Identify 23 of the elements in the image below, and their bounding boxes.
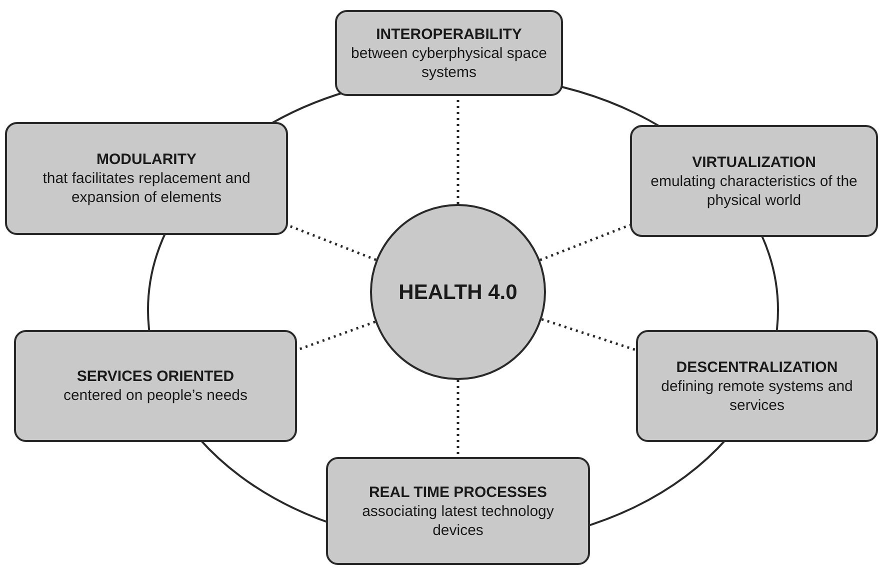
feature-title: DESCENTRALIZATION	[676, 358, 838, 376]
feature-description: centered on people’s needs	[63, 386, 248, 405]
dotted-connector	[456, 380, 460, 457]
dotted-connector	[540, 224, 630, 262]
feature-description: that facilitates replacement and expansion of elements	[42, 169, 252, 207]
dotted-connector	[296, 320, 376, 352]
feature-box	[636, 330, 878, 442]
feature-description: defining remote systems and services	[660, 376, 854, 414]
feature-box	[335, 10, 563, 96]
feature-box	[5, 122, 288, 235]
feature-box	[326, 457, 590, 565]
feature-title: HEALTH 4.0	[398, 280, 518, 306]
feature-box	[630, 125, 878, 237]
feature-description: emulating characteristics of the physical world	[650, 172, 858, 210]
dotted-connector	[541, 318, 636, 352]
feature-title: VIRTUALIZATION	[692, 152, 816, 172]
feature-description: associating latest technology devices	[361, 502, 555, 540]
feature-title: MODULARITY	[96, 150, 196, 169]
feature-title: INTEROPERABILITY	[376, 24, 522, 44]
feature-title: SERVICES ORIENTED	[76, 367, 234, 386]
feature-description: between cyberphysical space systems	[350, 44, 548, 82]
feature-box	[14, 330, 297, 442]
feature-title: REAL TIME PROCESSES	[368, 482, 548, 502]
